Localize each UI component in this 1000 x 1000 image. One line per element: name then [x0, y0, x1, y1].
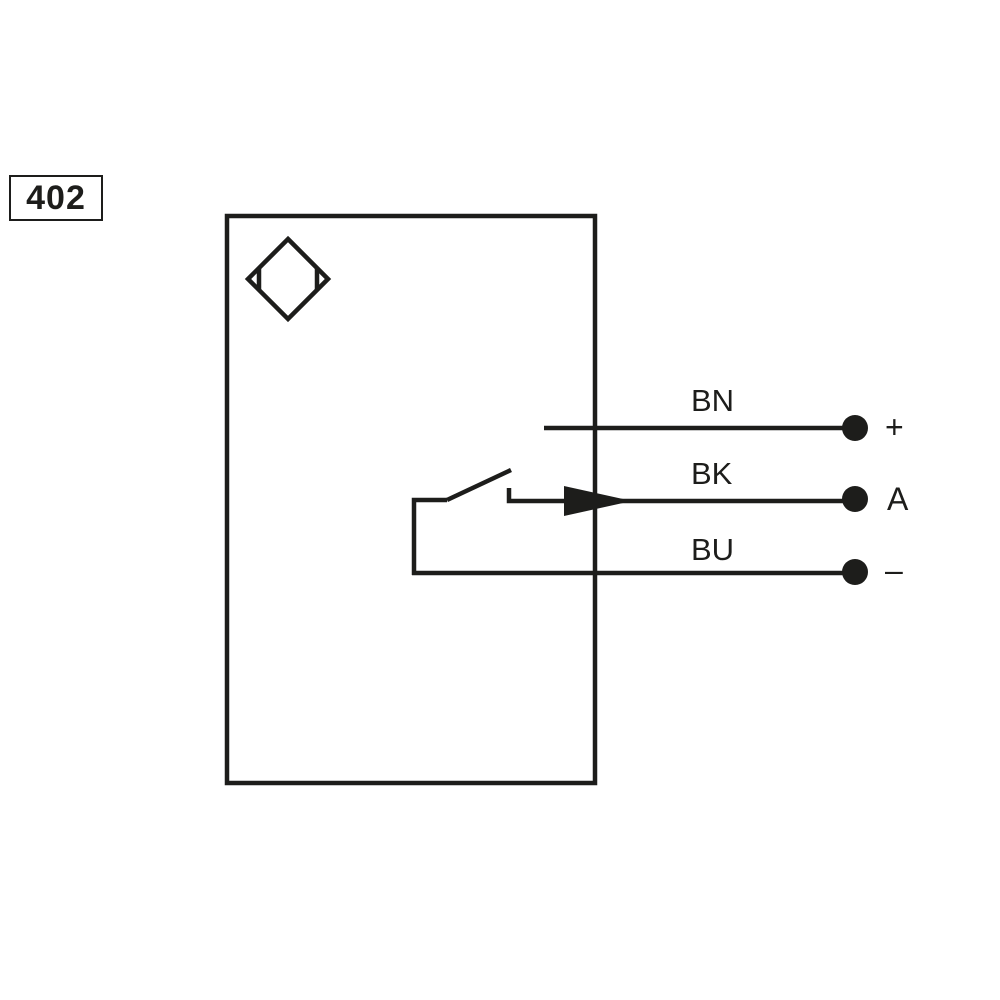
- output-arrow-icon: [564, 486, 632, 516]
- wire-bn: [544, 415, 868, 441]
- diagram-id-badge: 402: [9, 175, 103, 221]
- normally-open-switch-icon: [446, 467, 512, 503]
- wire-label-bn: BN: [691, 383, 735, 418]
- terminal-label-a: A: [887, 481, 909, 517]
- wire-bu: [412, 559, 868, 585]
- terminal-label-plus: +: [885, 409, 904, 445]
- terminal-minus-dot: [842, 559, 868, 585]
- switch-left-lead: [411, 497, 447, 575]
- diagram-id: 402: [26, 178, 86, 217]
- terminal-label-minus: –: [885, 552, 903, 588]
- wire-label-bk: BK: [691, 456, 733, 491]
- terminal-a-dot: [842, 486, 868, 512]
- terminal-plus-dot: [842, 415, 868, 441]
- wire-bk: [411, 467, 868, 575]
- switch-fixed-contact: [506, 488, 566, 504]
- inductive-sensor-icon: [244, 235, 332, 323]
- wire-label-bu: BU: [691, 532, 735, 567]
